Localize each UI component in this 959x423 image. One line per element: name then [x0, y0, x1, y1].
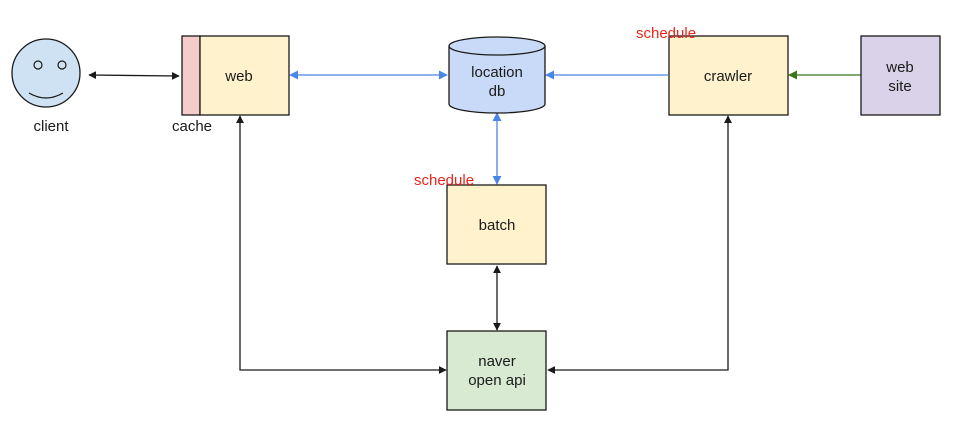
batch-label: batch [479, 217, 516, 234]
web-site-box [860, 35, 941, 116]
edge-web-api [236, 115, 447, 374]
batch-schedule-label: schedule [414, 172, 474, 189]
web-site-label-line1: web [885, 59, 914, 76]
client-smiley-icon [11, 38, 81, 108]
cache-label: cache [172, 118, 212, 135]
client-node: client [11, 38, 81, 135]
edge-client-web [88, 71, 180, 80]
web-label: web [224, 68, 253, 85]
crawler-box [668, 35, 789, 116]
crawler-label: crawler [704, 68, 752, 85]
client-left-eye [33, 60, 43, 70]
location-db-label-line2: db [489, 83, 506, 100]
client-label: client [33, 118, 69, 135]
web-node: web cache [172, 35, 290, 135]
location-db-label-line1: location [471, 64, 523, 81]
web-site-label-line2: site [888, 78, 911, 95]
naver-open-api-node: naver open api [446, 330, 547, 411]
naver-open-api-box [446, 330, 547, 411]
database-top [448, 36, 546, 56]
location-db-node: location db [448, 36, 546, 114]
naver-open-api-label-line1: naver [478, 353, 516, 370]
crawler-node: crawler schedule [636, 25, 789, 116]
crawler-schedule-label: schedule [636, 25, 696, 42]
batch-box [446, 184, 547, 265]
web-box [199, 35, 290, 116]
naver-open-api-label-line2: open api [468, 372, 526, 389]
edge-crawler-api [547, 115, 732, 374]
database-icon [448, 46, 546, 114]
web-site-node: web site [860, 35, 941, 116]
client-right-eye [57, 60, 67, 70]
cache-bar [181, 35, 201, 116]
client-mouth [28, 92, 64, 99]
batch-node: batch schedule [414, 172, 547, 265]
